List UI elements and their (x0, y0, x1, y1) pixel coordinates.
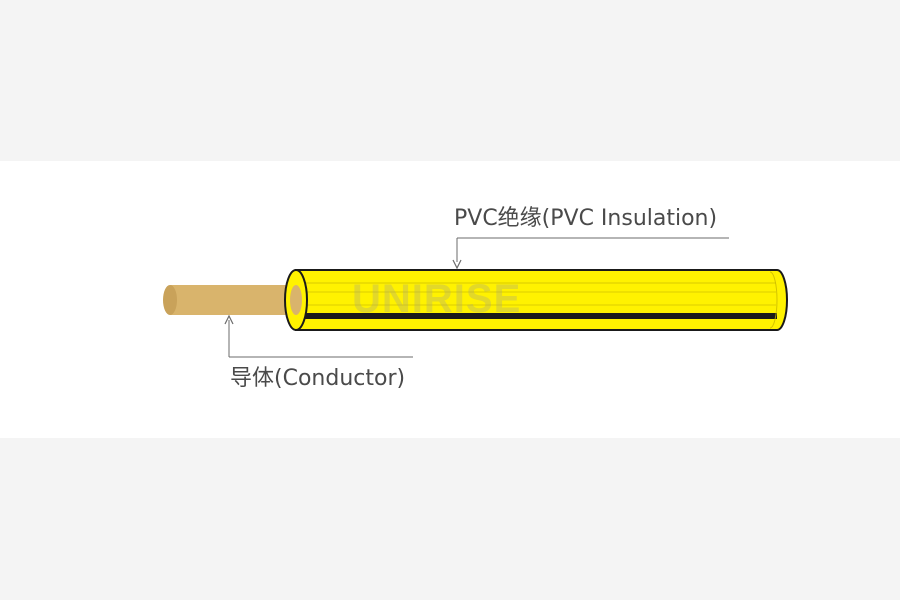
insulation-leader (452, 237, 729, 270)
insulation-arrow-icon (452, 259, 462, 270)
conductor-leader (224, 314, 413, 358)
conductor-end-face (163, 285, 177, 315)
conductor-arrow-icon (224, 314, 234, 325)
conductor (163, 285, 298, 315)
insulation-end-cap (776, 269, 788, 331)
conductor-body (170, 285, 298, 315)
pvc-insulation (284, 269, 788, 331)
insulation-cap-shading (769, 271, 778, 329)
watermark: UNIRISE (352, 277, 522, 321)
insulation-body (295, 270, 777, 330)
conductor-cross-section (290, 285, 302, 315)
insulation-shadow-stripe (300, 313, 777, 319)
conductor-label: 导体(Conductor) (230, 366, 406, 391)
insulation-label: PVC绝缘(PVC Insulation) (454, 206, 718, 231)
